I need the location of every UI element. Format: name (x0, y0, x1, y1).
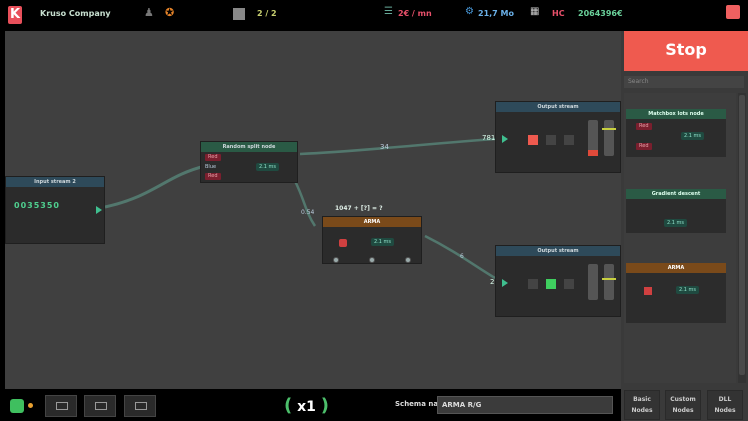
calendar-icon (233, 8, 245, 20)
input-port-icon[interactable] (369, 257, 375, 263)
library-item[interactable]: ARMA 2.1 ms (626, 263, 726, 323)
output-stream-node-top[interactable]: Output stream 781 (482, 101, 621, 173)
input-port-icon[interactable] (502, 135, 508, 143)
top-bar: K Kruso Company ♟ ✪ 2 / 2 ☰ 2€ / mn ⚙ 21… (0, 0, 748, 30)
arma-node[interactable]: ARMA 2.1 ms (322, 216, 422, 264)
budget-used: 2€ / mn (398, 9, 432, 18)
edge-label: 0.54 (301, 209, 315, 216)
memory-icon: ⚙ (465, 6, 474, 17)
color-indicator (528, 279, 538, 289)
memory-value: 21,7 Mo (478, 9, 514, 18)
input-stream-node[interactable]: Input stream 2 0035350 (5, 176, 105, 244)
row-label: Blue (205, 164, 217, 170)
output-port-icon[interactable] (96, 206, 102, 214)
stream-value: 0035350 (14, 201, 60, 210)
color-indicator (546, 135, 556, 145)
edge-label: 34 (380, 143, 389, 151)
color-indicator (564, 135, 574, 145)
right-panel: Stop Search Matchbox lots node Red Red 2… (621, 31, 748, 421)
node-title: ARMA (323, 217, 421, 227)
cost-label: HC (552, 9, 565, 18)
chart-icon (339, 239, 347, 247)
stop-button[interactable]: Stop (624, 31, 748, 71)
company-name: Kruso Company (40, 9, 111, 18)
edge-label: 6 (460, 253, 464, 260)
stream-count: 2 (490, 278, 495, 286)
color-indicator (564, 279, 574, 289)
add-node-icon[interactable] (10, 399, 24, 413)
perf-chip: 2.1 ms (664, 219, 688, 227)
arma-formula: 1047 + [?] = ? (335, 205, 383, 212)
output-stream-node-bottom[interactable]: Output stream 2 (490, 245, 621, 317)
library-item-title: ARMA (626, 263, 726, 273)
node-title: Random split node (201, 142, 297, 152)
library-item[interactable]: Gradient descent 2.1 ms (626, 189, 726, 233)
speed-control[interactable]: ( x1 ) (284, 395, 329, 416)
node-title: Input stream 2 (6, 177, 104, 187)
row-chip: Red (205, 173, 221, 180)
monitor-icon (95, 402, 107, 410)
user-icon[interactable]: ♟ (144, 6, 154, 19)
input-port-icon[interactable] (333, 257, 339, 263)
screen-slot-1[interactable] (45, 395, 77, 417)
level-gauge (588, 120, 598, 156)
input-port-icon[interactable] (502, 279, 508, 287)
screen-slot-2[interactable] (84, 395, 116, 417)
chart-icon (644, 287, 652, 295)
library-item[interactable]: Matchbox lots node Red Red 2.1 ms (626, 109, 726, 157)
library-item-title: Matchbox lots node (626, 109, 726, 119)
page-counter: 2 / 2 (257, 9, 277, 18)
row-chip: Red (636, 143, 652, 150)
search-input[interactable]: Search (624, 76, 744, 88)
cost-value: 2064396€ (578, 9, 623, 18)
grid-icon: ▦ (530, 6, 540, 17)
row-chip: Red (636, 123, 652, 130)
row-chip: Red (205, 154, 221, 161)
app-logo-icon[interactable]: K (8, 6, 22, 24)
node-title: Output stream (496, 102, 620, 112)
node-title: Output stream (496, 246, 620, 256)
speed-value: x1 (297, 399, 316, 415)
perf-chip: 2.1 ms (256, 163, 280, 171)
color-indicator-red (528, 135, 538, 145)
node-library-list: Matchbox lots node Red Red 2.1 ms Gradie… (624, 93, 736, 383)
speed-decrease-icon[interactable]: ( (284, 395, 293, 416)
input-port-icon[interactable] (405, 257, 411, 263)
perf-chip: 2.1 ms (681, 132, 705, 140)
stream-count: 781 (482, 134, 496, 142)
level-gauge (588, 264, 598, 300)
perf-chip: 2.1 ms (371, 238, 395, 246)
random-split-node[interactable]: Random split node Red Blue Red 2.1 ms (200, 141, 298, 183)
library-scrollbar[interactable] (738, 93, 746, 383)
bottom-bar: ( x1 ) Schema name : ARMA R/G (0, 389, 621, 421)
schema-name-label: Schema name : (395, 400, 456, 408)
menu-icon[interactable] (726, 5, 740, 19)
level-gauge (602, 264, 616, 300)
color-indicator-green (546, 279, 556, 289)
medal-icon[interactable]: ✪ (165, 6, 175, 19)
monitor-icon (135, 402, 147, 410)
schema-name-input[interactable]: ARMA R/G (437, 396, 613, 414)
library-item-title: Gradient descent (626, 189, 726, 199)
monitor-icon (56, 402, 68, 410)
perf-chip: 2.1 ms (676, 286, 700, 294)
level-gauge (602, 120, 616, 156)
speed-increase-icon[interactable]: ) (320, 395, 329, 416)
status-dot-icon (28, 403, 33, 408)
node-canvas[interactable]: Input stream 2 0035350 Random split node… (5, 31, 621, 389)
connection-wires (104, 137, 496, 280)
database-icon: ☰ (384, 6, 393, 17)
screen-slot-3[interactable] (124, 395, 156, 417)
